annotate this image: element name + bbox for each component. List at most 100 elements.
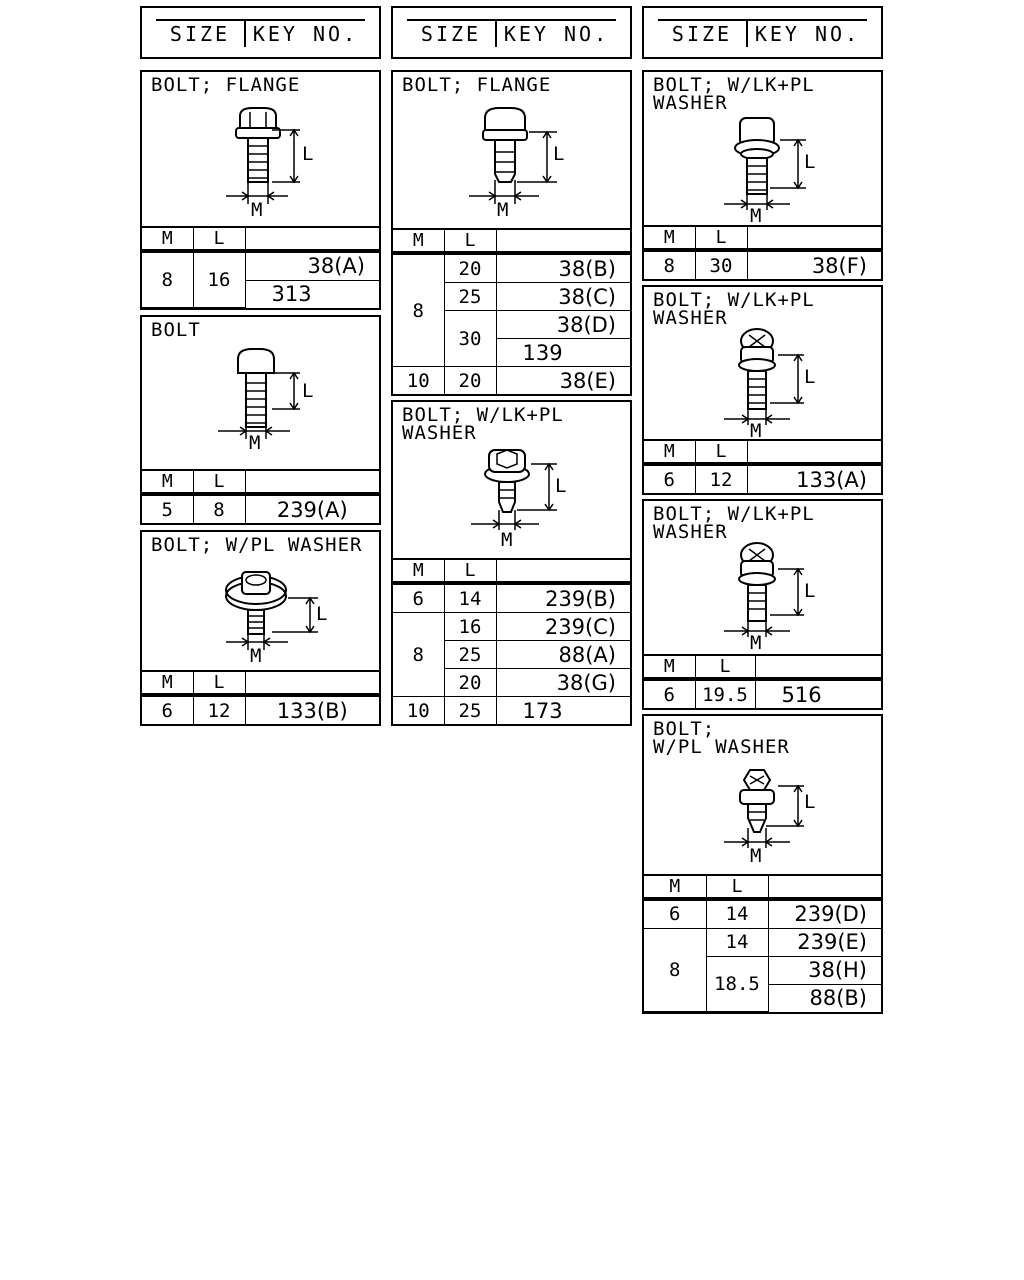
dim-m-label: M (750, 205, 761, 224)
panel-title: BOLT; W/LK+PL WASHER (653, 503, 815, 543)
lk-washer-bolt-diagram: L M (724, 328, 815, 439)
dim-l-label: L (553, 143, 564, 165)
dim-m-label: M (750, 632, 761, 653)
col-m-header: M (644, 873, 707, 901)
hex-bolt-diagram: L M (218, 348, 313, 454)
dim-m-label: M (501, 529, 512, 551)
dim-l-label: L (555, 475, 566, 497)
flange-bolt-diagram: L M (469, 107, 564, 221)
table-row: 313 (142, 279, 379, 308)
col-l-header: L (443, 228, 497, 255)
dim-m-label: M (497, 199, 508, 221)
dim-l-label: L (302, 380, 313, 402)
col-l-header: L (694, 654, 756, 681)
table-row: 139 (393, 338, 630, 367)
flange-bolt-diagram: L M (226, 107, 313, 221)
dim-l-label: L (804, 791, 815, 813)
dim-m-label: M (251, 199, 262, 221)
col-l-header: L (694, 225, 748, 252)
dim-m-label: M (750, 845, 761, 867)
lk-washer-bolt-diagram: L M (471, 449, 566, 551)
col-l-header: L (192, 670, 246, 697)
dim-l-label: L (804, 366, 815, 388)
panel-title: BOLT (151, 319, 201, 341)
panel-title: BOLT; FLANGE (151, 74, 301, 96)
dim-m-label: M (249, 432, 260, 454)
col-m-header: M (393, 228, 445, 255)
panel-title: BOLT; W/LK+PL WASHER (402, 404, 564, 444)
size-label: SIZE (156, 21, 246, 47)
col-m-header: M (142, 225, 194, 253)
dim-l-label: L (316, 603, 327, 625)
washer-bolt-diagram: L M (225, 571, 327, 667)
dim-l-label: L (804, 151, 815, 173)
table-row: 88(B) (644, 983, 881, 1012)
col-m-header: M (644, 654, 696, 681)
dim-m-label: M (750, 420, 761, 439)
panel-title: BOLT; W/PL WASHER (653, 718, 790, 758)
key-no-label: KEY NO. (252, 22, 359, 46)
col-l-header: L (694, 439, 748, 466)
size-label: SIZE (407, 21, 497, 47)
col-m-header: M (644, 225, 696, 252)
dim-l-label: L (302, 143, 313, 165)
col-l-header: L (443, 558, 497, 585)
panel-title: BOLT; FLANGE (402, 74, 552, 96)
col-m-header: M (142, 670, 194, 697)
panel-title: BOLT; W/LK+PL WASHER (653, 74, 815, 114)
dim-m-label: M (250, 645, 261, 667)
size-label: SIZE (658, 21, 748, 47)
panel-title: BOLT; W/LK+PL WASHER (653, 289, 815, 329)
dim-l-label: L (804, 580, 815, 602)
panel-title: BOLT; W/PL WASHER (151, 534, 363, 556)
pl-washer-bolt-diagram: L M (724, 769, 815, 867)
col-m-header: M (393, 558, 445, 585)
col-l-header: L (705, 873, 769, 901)
col-l-header: L (192, 225, 246, 253)
col-m-header: M (142, 469, 194, 496)
col-m-header: M (644, 439, 696, 466)
key-no-label: KEY NO. (754, 22, 861, 46)
lk-washer-bolt-diagram: L M (724, 542, 815, 653)
key-no-label: KEY NO. (503, 22, 610, 46)
